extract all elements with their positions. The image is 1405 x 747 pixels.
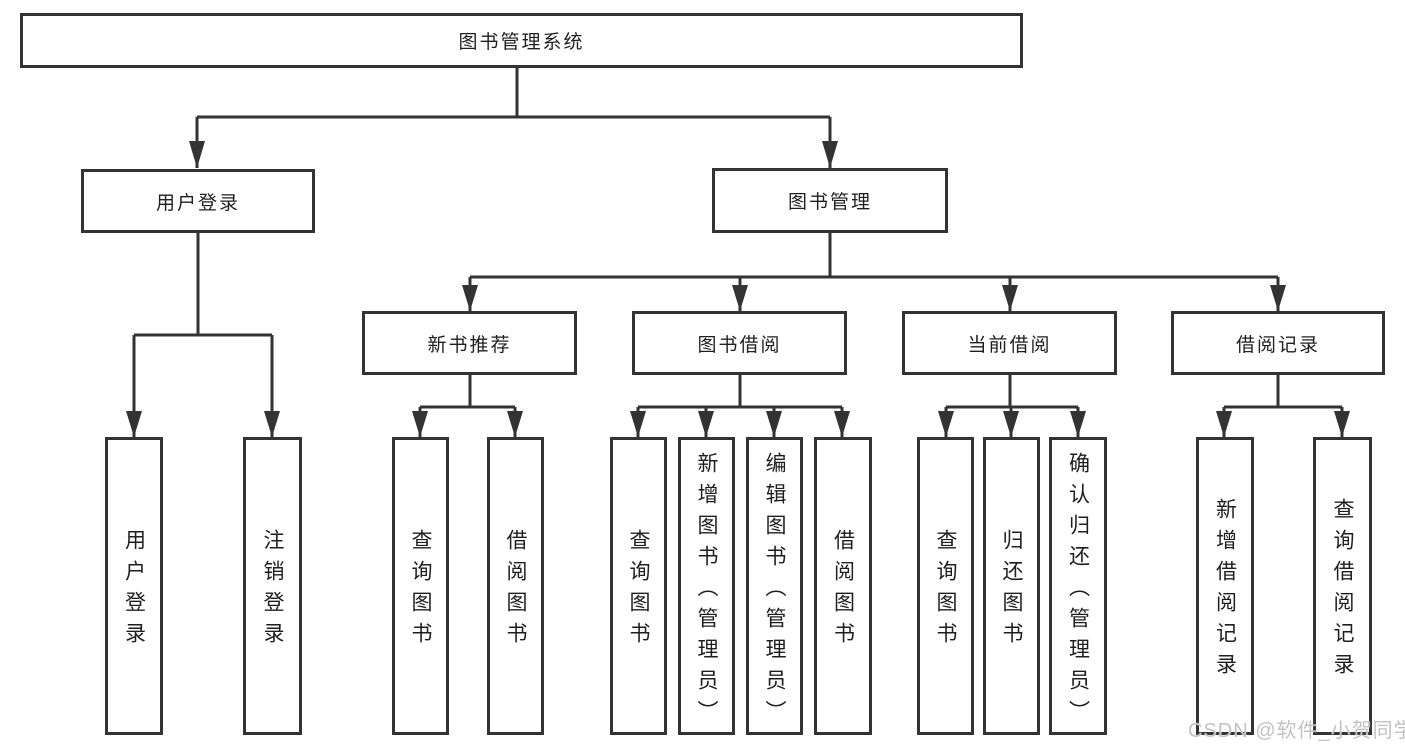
leaf-add-books-admin: 新增图书（管理员） xyxy=(678,437,735,735)
leaf-query-books-3: 查询图书 xyxy=(917,437,974,735)
leaf-label: 查询借阅记录 xyxy=(1331,498,1354,684)
node-new-book-recommend: 新书推荐 xyxy=(362,311,577,375)
tree-edges xyxy=(132,68,1344,437)
node-borrow-records: 借阅记录 xyxy=(1171,311,1385,375)
node-current-borrow: 当前借阅 xyxy=(902,311,1117,375)
leaf-label: 新增图书（管理员） xyxy=(695,451,718,731)
node-label: 当前借阅 xyxy=(967,334,1052,356)
node-user-login: 用户登录 xyxy=(81,169,315,233)
leaf-return-books: 归还图书 xyxy=(983,437,1040,735)
leaf-logout: 注销登录 xyxy=(243,437,302,735)
leaf-borrow-books-1: 借阅图书 xyxy=(487,437,544,735)
leaf-edit-books-admin: 编辑图书（管理员） xyxy=(746,437,803,735)
node-label: 图书管理系统 xyxy=(458,32,585,53)
node-book-borrow: 图书借阅 xyxy=(632,311,847,375)
leaf-label: 查询图书 xyxy=(627,529,650,653)
leaf-label: 编辑图书（管理员） xyxy=(763,451,786,731)
leaf-user-login: 用户登录 xyxy=(105,437,163,735)
leaf-label: 确认归还（管理员） xyxy=(1066,451,1090,731)
node-label: 图书管理 xyxy=(787,192,872,213)
node-book-management: 图书管理 xyxy=(712,168,948,233)
leaf-label: 用户登录 xyxy=(122,529,146,653)
leaf-label: 归还图书 xyxy=(1000,529,1023,653)
leaf-query-books-2: 查询图书 xyxy=(610,437,667,735)
leaf-borrow-books-2: 借阅图书 xyxy=(814,437,872,735)
csdn-watermark: CSDN @软件_小贺同学 xyxy=(1188,720,1405,742)
node-label: 图书借阅 xyxy=(697,334,782,356)
leaf-label: 借阅图书 xyxy=(831,529,855,653)
node-label: 用户登录 xyxy=(155,192,240,214)
node-label: 借阅记录 xyxy=(1235,334,1320,356)
leaf-add-borrow-record: 新增借阅记录 xyxy=(1196,437,1254,735)
node-label: 新书推荐 xyxy=(427,334,512,356)
leaf-label: 查询图书 xyxy=(409,529,432,653)
node-library-management-system: 图书管理系统 xyxy=(20,13,1023,68)
leaf-label: 借阅图书 xyxy=(504,529,527,653)
leaf-query-borrow-record: 查询借阅记录 xyxy=(1313,437,1372,735)
leaf-label: 查询图书 xyxy=(934,529,957,653)
leaf-confirm-return-admin: 确认归还（管理员） xyxy=(1049,437,1107,735)
leaf-label: 新增借阅记录 xyxy=(1213,498,1237,684)
leaf-label: 注销登录 xyxy=(261,529,284,653)
leaf-query-books-1: 查询图书 xyxy=(392,437,449,735)
arrowhead-icons xyxy=(126,141,1350,437)
